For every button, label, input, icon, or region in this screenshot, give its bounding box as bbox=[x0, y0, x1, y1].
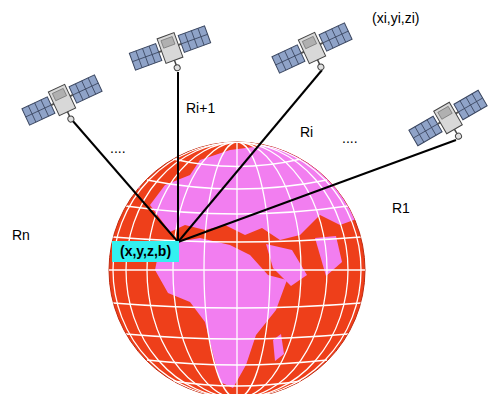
meridian bbox=[236, 142, 237, 394]
globe bbox=[109, 142, 368, 394]
range-lines bbox=[72, 70, 456, 242]
meridian bbox=[204, 142, 270, 394]
parallel bbox=[147, 180, 327, 189]
range-label: .... bbox=[342, 130, 358, 146]
meridian bbox=[126, 142, 348, 394]
range-line bbox=[178, 140, 456, 242]
ocean bbox=[109, 142, 365, 394]
parallel bbox=[173, 159, 301, 167]
satellite bbox=[270, 19, 358, 86]
island bbox=[120, 172, 140, 192]
parallel bbox=[173, 381, 301, 386]
range-label: Rn bbox=[12, 227, 30, 243]
satellite bbox=[128, 22, 216, 84]
parallel bbox=[126, 206, 348, 214]
range-label: .... bbox=[110, 140, 126, 156]
range-line bbox=[177, 72, 179, 242]
continents bbox=[120, 145, 368, 388]
parallel bbox=[109, 269, 365, 270]
range-label: Ri+1 bbox=[186, 100, 215, 116]
satellite bbox=[407, 87, 495, 159]
receiver-label: (x,y,z,b) bbox=[120, 243, 171, 260]
parallel bbox=[126, 334, 348, 339]
graticule bbox=[109, 142, 365, 394]
range-label: (xi,yi,zi) bbox=[372, 10, 419, 26]
parallel bbox=[147, 360, 327, 365]
range-label: R1 bbox=[392, 200, 410, 216]
meridian bbox=[173, 142, 301, 394]
meridian bbox=[113, 142, 361, 394]
satellite bbox=[20, 71, 108, 138]
range-label: Ri bbox=[300, 124, 313, 140]
parallel bbox=[113, 303, 361, 308]
range-line bbox=[72, 120, 178, 242]
meridian bbox=[147, 142, 327, 394]
receiver-box: (x,y,z,b) bbox=[112, 241, 179, 262]
